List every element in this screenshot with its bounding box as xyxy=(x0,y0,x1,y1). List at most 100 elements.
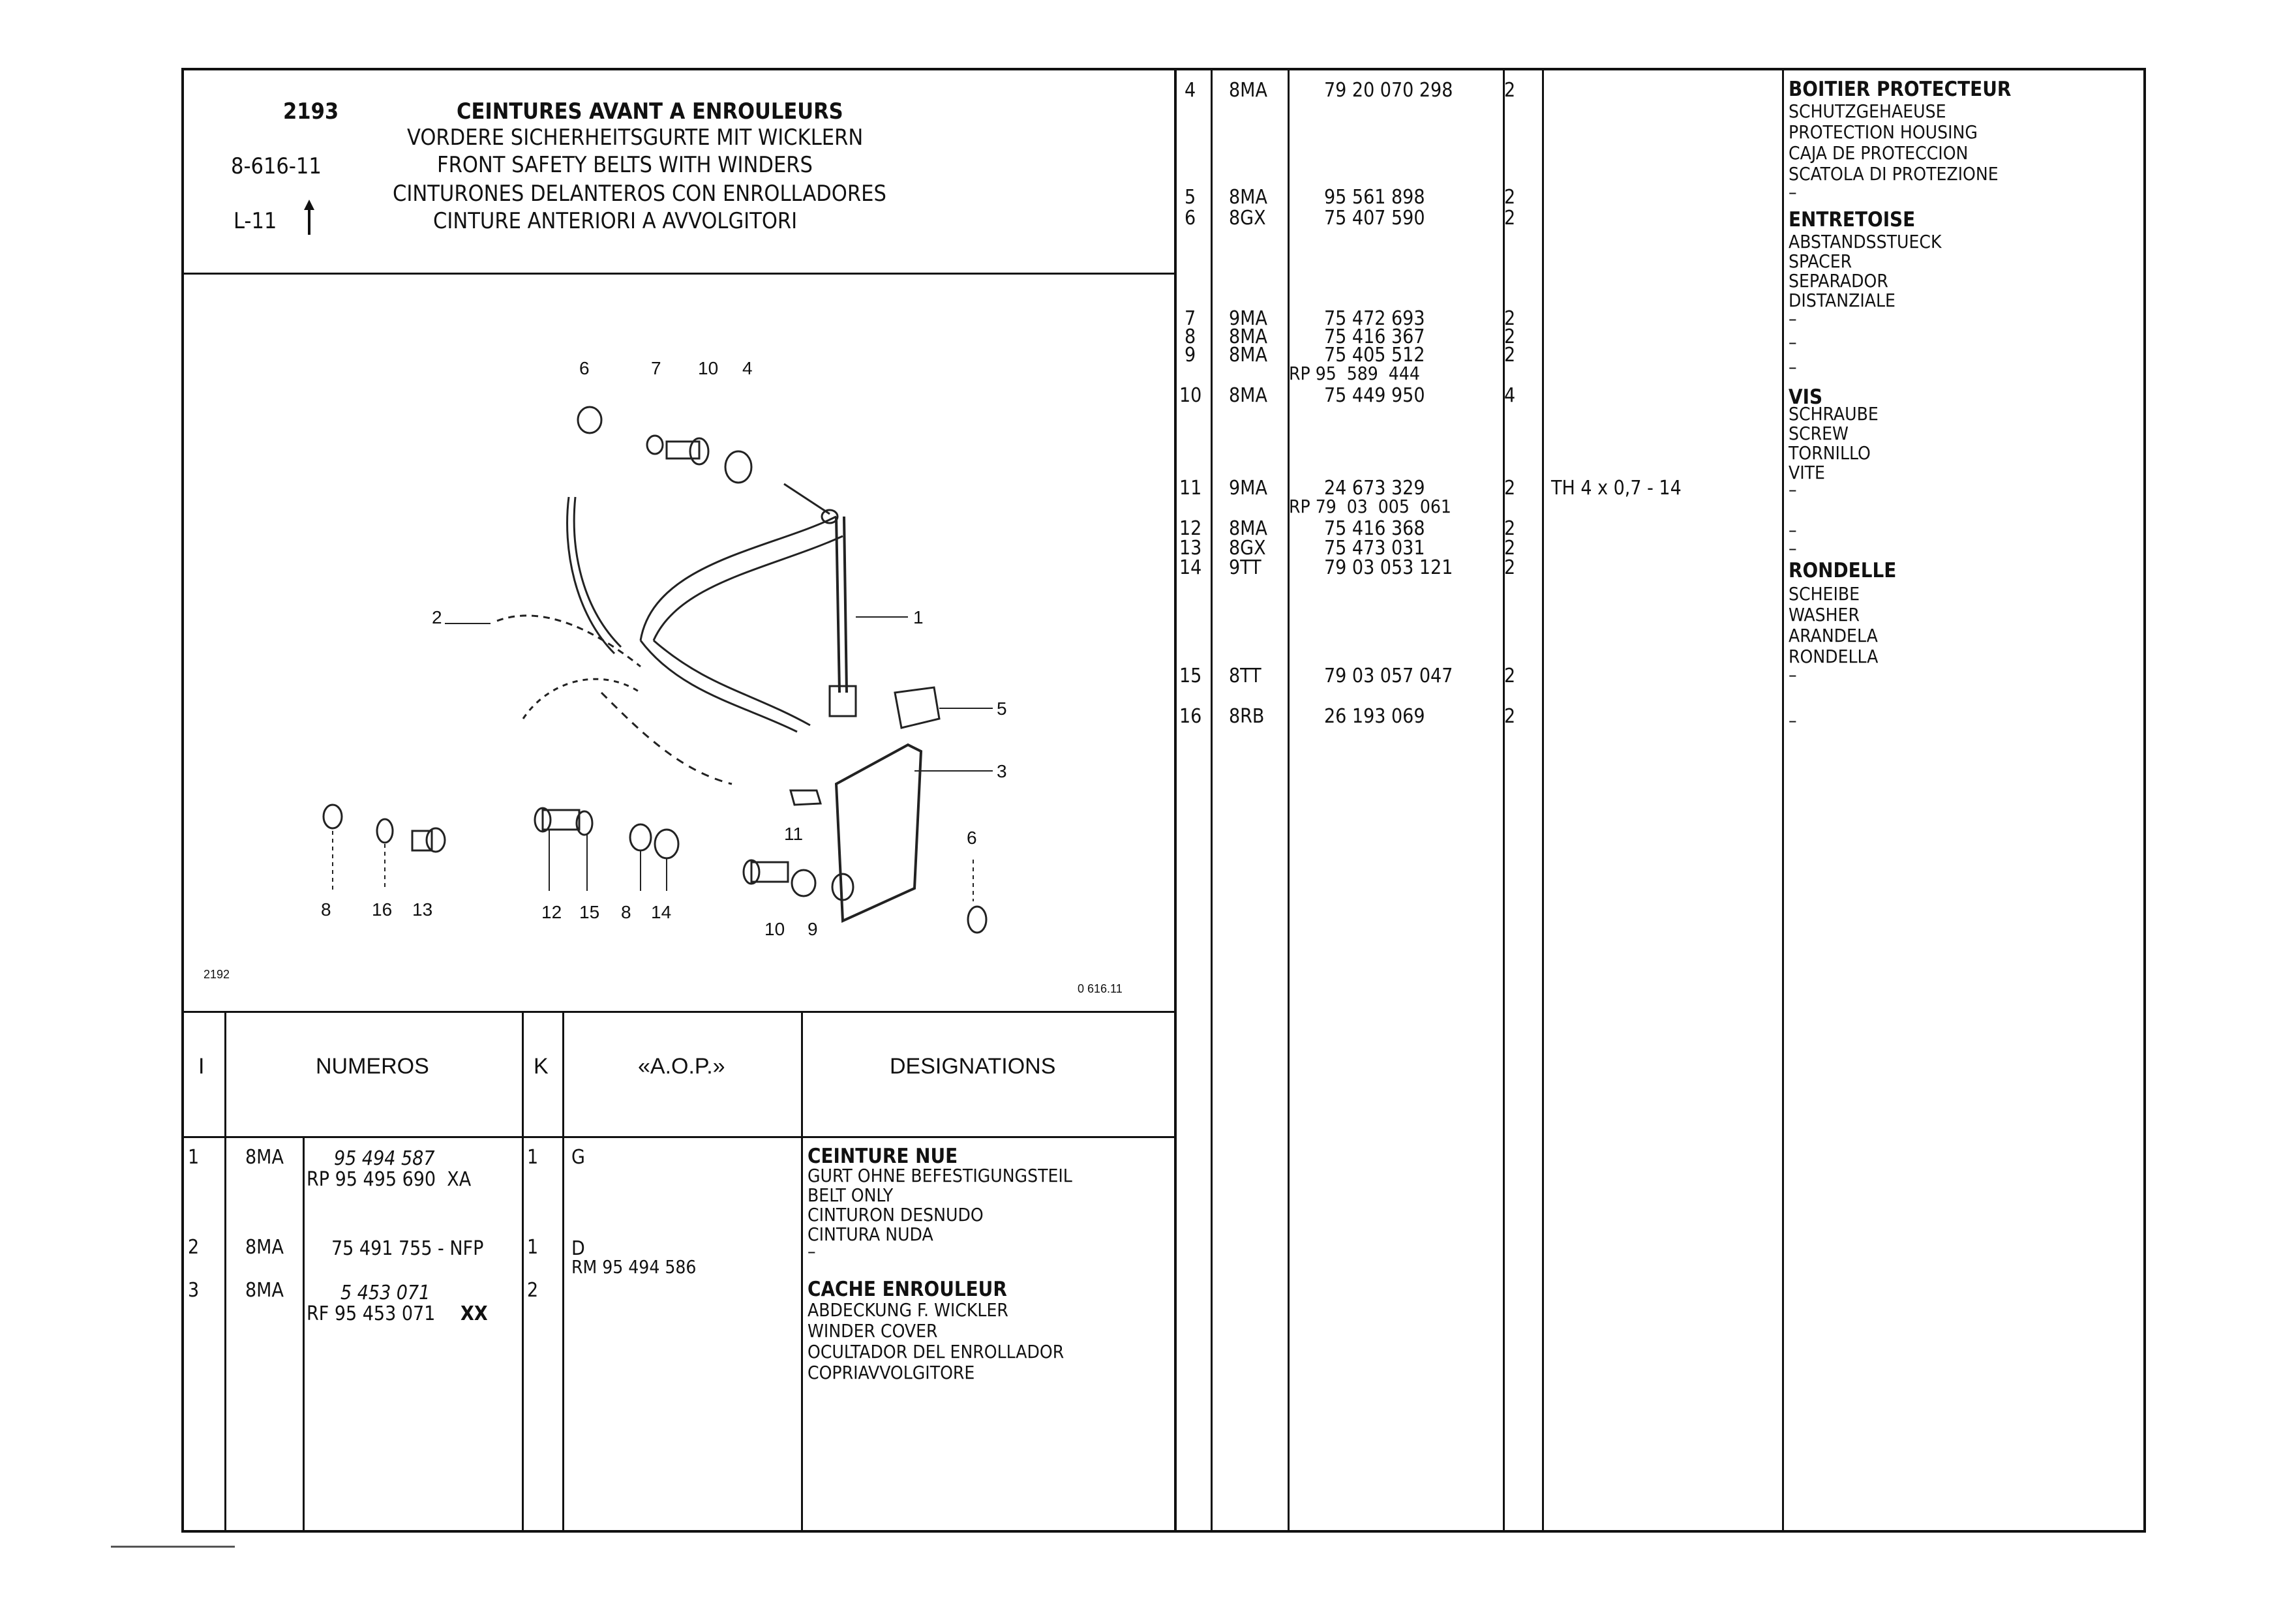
plate-code: 8-616-11 xyxy=(231,153,322,179)
callout-2: 2 xyxy=(432,607,442,627)
rdes-entretoise-3: SEPARADOR xyxy=(1789,270,1888,292)
row3-des-3: OCULTADOR DEL ENROLLADOR xyxy=(808,1341,1065,1362)
plate-number: 2193 xyxy=(283,98,339,125)
rrow-10-num: 75 449 950 xyxy=(1324,384,1425,407)
rdes-boitier-1: SCHUTZGEHAEUSE xyxy=(1789,100,1946,122)
rrow-14-num: 79 03 053 121 xyxy=(1324,556,1453,579)
rcol-line-num xyxy=(1503,68,1505,1533)
callout-9: 9 xyxy=(808,919,818,939)
plate-ref: L-11 xyxy=(234,208,277,234)
col-line-k xyxy=(562,1011,564,1531)
row1-des-2: BELT ONLY xyxy=(808,1184,894,1206)
rrow-9-k: 2 xyxy=(1504,344,1516,367)
rrow-13-i: 13 xyxy=(1179,537,1202,560)
rrow-4-grp: 8MA xyxy=(1229,79,1267,102)
callout-5: 5 xyxy=(997,698,1007,719)
row1-des-4: CINTURA NUDA xyxy=(808,1224,933,1245)
rrow-5-i: 5 xyxy=(1185,186,1196,209)
callout-1: 1 xyxy=(913,607,924,627)
rdes-boitier-5: – xyxy=(1789,181,1797,203)
rrow-8-k: 2 xyxy=(1504,325,1516,348)
callout-7: 7 xyxy=(651,358,661,378)
arrow-up-icon xyxy=(301,200,317,239)
rcol-line-grp xyxy=(1288,68,1290,1533)
row2-i: 2 xyxy=(188,1236,200,1259)
rdes-boitier-title: BOITIER PROTECTEUR xyxy=(1789,78,2012,101)
row3-des-4: COPRIAVVOLGITORE xyxy=(808,1362,975,1383)
row1-k: 1 xyxy=(527,1146,539,1169)
rrow-9-grp: 8MA xyxy=(1229,344,1267,367)
rrow-5-k: 2 xyxy=(1504,186,1516,209)
rrow-14-i: 14 xyxy=(1179,556,1202,579)
callout-11: 11 xyxy=(784,824,803,844)
rrow-7-num: 75 472 693 xyxy=(1324,307,1425,330)
rrow-4-i: 4 xyxy=(1185,79,1196,102)
rdes-rondelle-1: SCHEIBE xyxy=(1789,583,1860,605)
rrow-8-grp: 8MA xyxy=(1229,325,1267,348)
row2-aop2: RM 95 494 586 xyxy=(571,1256,697,1278)
rrow-10-i: 10 xyxy=(1179,384,1202,407)
rrow-6-k: 2 xyxy=(1504,207,1516,230)
rrow-15-num: 79 03 057 047 xyxy=(1324,665,1453,687)
row1-num: 95 494 587 xyxy=(334,1147,435,1170)
rrow-15-grp: 8TT xyxy=(1229,665,1261,687)
rrow-16-i: 16 xyxy=(1179,705,1202,728)
rdes-vis-1: SCHRAUBE xyxy=(1789,403,1879,425)
row3-grp: 8MA xyxy=(245,1279,284,1302)
row1-des-1: GURT OHNE BEFESTIGUNGSTEIL xyxy=(808,1165,1072,1186)
frame-left xyxy=(181,68,184,1533)
rrow-12-grp: 8MA xyxy=(1229,517,1267,540)
callout-10b: 10 xyxy=(764,919,785,939)
rdes-entretoise-4: DISTANZIALE xyxy=(1789,290,1896,311)
title-es: CINTURONES DELANTEROS CON ENROLLADORES xyxy=(393,181,886,207)
table-header-divider xyxy=(181,1136,1175,1138)
rrow-13-num: 75 473 031 xyxy=(1324,537,1425,560)
title-it: CINTURE ANTERIORI A AVVOLGITORI xyxy=(433,208,798,234)
rrow-11-grp: 9MA xyxy=(1229,477,1267,500)
row2-k: 1 xyxy=(527,1236,539,1259)
rrow-9-num: 75 405 512 xyxy=(1324,344,1425,367)
rrow-7-k: 2 xyxy=(1504,307,1516,330)
title-fr: CEINTURES AVANT A ENROULEURS xyxy=(457,98,843,125)
drawing-divider xyxy=(181,1011,1175,1013)
header-divider xyxy=(181,273,1175,275)
rdes-vis-3: TORNILLO xyxy=(1789,442,1871,464)
rdes-vis-4: VITE xyxy=(1789,462,1825,483)
rcol-line-k xyxy=(1542,68,1544,1533)
rrow-11-rp: RP 79 03 005 061 xyxy=(1289,496,1451,517)
callout-14: 14 xyxy=(651,902,671,922)
rdes-dash-8: – xyxy=(1789,331,1797,353)
rrow-13-grp: 8GX xyxy=(1229,537,1266,560)
row3-i: 3 xyxy=(188,1279,200,1302)
rrow-12-num: 75 416 368 xyxy=(1324,517,1425,540)
rrow-13-k: 2 xyxy=(1504,537,1516,560)
row1-i: 1 xyxy=(188,1146,200,1169)
rcol-line-aop xyxy=(1782,68,1784,1533)
rdes-rondelle-title: RONDELLE xyxy=(1789,559,1897,582)
rrow-9-i: 9 xyxy=(1185,344,1196,367)
col-header-i: I xyxy=(198,1054,205,1079)
col-line-i xyxy=(224,1011,226,1531)
col-line-num xyxy=(522,1011,524,1531)
callout-8b: 8 xyxy=(621,902,631,922)
row3-des-title: CACHE ENROULEUR xyxy=(808,1278,1007,1301)
rrow-6-grp: 8GX xyxy=(1229,207,1266,230)
rrow-12-k: 2 xyxy=(1504,517,1516,540)
rrow-11-i: 11 xyxy=(1179,477,1202,500)
rdes-rondelle-3: ARANDELA xyxy=(1789,625,1878,646)
col-header-k: K xyxy=(534,1054,549,1079)
rrow-14-k: 2 xyxy=(1504,556,1516,579)
row2-aop: D xyxy=(571,1237,585,1260)
rdes-vis-title: VIS xyxy=(1789,385,1823,409)
callout-8: 8 xyxy=(321,899,331,920)
exploded-view-drawing: 6 7 10 4 1 2 5 3 6 11 8 16 13 12 15 8 14… xyxy=(204,358,1123,995)
callout-13: 13 xyxy=(412,899,432,920)
callout-16: 16 xyxy=(372,899,392,920)
callout-3: 3 xyxy=(997,761,1007,781)
row1-num2: RP 95 495 690 XA xyxy=(307,1168,472,1191)
rdes-rondelle-4: RONDELLA xyxy=(1789,646,1879,667)
rdes-dash-12: – xyxy=(1789,519,1797,541)
rrow-5-grp: 8MA xyxy=(1229,186,1267,209)
row3-num2b: XX xyxy=(461,1302,488,1325)
rrow-4-num: 79 20 070 298 xyxy=(1324,79,1453,102)
